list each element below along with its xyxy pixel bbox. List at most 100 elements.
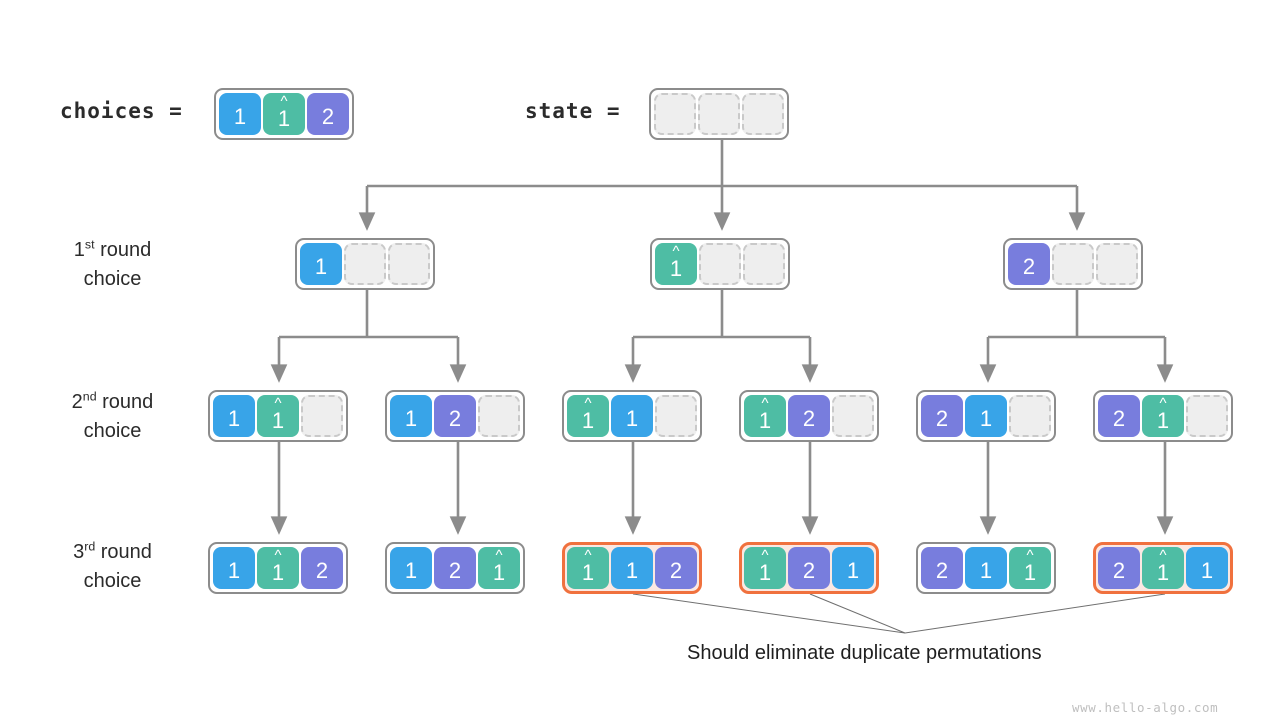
- array-cell: ^1: [1142, 395, 1184, 437]
- array-cell: ^1: [1142, 547, 1184, 589]
- array-cell: 1: [965, 547, 1007, 589]
- array-cell-value: 2: [1022, 254, 1036, 279]
- circumflex-icon: ^: [584, 547, 592, 564]
- array-cell-empty: [388, 243, 430, 285]
- array-cell-value: 2: [935, 558, 949, 583]
- array-cell-value: 1: [404, 558, 418, 583]
- array-cell: ^1: [1009, 547, 1051, 589]
- tree-node: ^1: [650, 238, 790, 290]
- array-cell: 2: [921, 547, 963, 589]
- circumflex-icon: ^: [1159, 547, 1167, 564]
- array-cell-value: 2: [1112, 406, 1126, 431]
- array-cell: 1: [300, 243, 342, 285]
- tree-node: 1^1: [208, 390, 348, 442]
- array-cell: ^1: [263, 93, 305, 135]
- tree-node: 1 2 ^1: [385, 542, 525, 594]
- tree-node: 2 ^1: [1093, 390, 1233, 442]
- array-cell-value: 1: [227, 406, 241, 431]
- choices-label: choices =: [60, 99, 183, 123]
- array-cell: 2: [788, 395, 830, 437]
- array-cell-empty: [1052, 243, 1094, 285]
- array-cell: 1: [213, 395, 255, 437]
- array-cell: 1: [965, 395, 1007, 437]
- array-cell-value: 1: [227, 558, 241, 583]
- array-cell: 1: [1186, 547, 1228, 589]
- array-cell-value: 1: [581, 560, 595, 585]
- array-cell-value: 1: [846, 558, 860, 583]
- circumflex-icon: ^: [274, 547, 282, 564]
- circumflex-icon: ^: [1159, 395, 1167, 412]
- array-cell-value: 2: [448, 558, 462, 583]
- array-cell: 2: [788, 547, 830, 589]
- array-cell-empty: [478, 395, 520, 437]
- array-cell: ^1: [567, 547, 609, 589]
- array-cell: ^1: [257, 395, 299, 437]
- array-cell-empty: [654, 93, 696, 135]
- array-cell: 1: [390, 547, 432, 589]
- circumflex-icon: ^: [495, 547, 503, 564]
- round-3-line2: choice: [83, 570, 142, 592]
- array-cell: ^1: [744, 395, 786, 437]
- array-cell: 2: [1008, 243, 1050, 285]
- array-cell-empty: [699, 243, 741, 285]
- array-cell: 2: [1098, 395, 1140, 437]
- round-2-line1: 2nd round: [71, 389, 154, 413]
- circumflex-icon: ^: [761, 547, 769, 564]
- array-cell-empty: [832, 395, 874, 437]
- array-cell-value: 2: [669, 558, 683, 583]
- array-cell: 1: [611, 547, 653, 589]
- array-cell: 1: [390, 395, 432, 437]
- array-cell: 2: [434, 547, 476, 589]
- circumflex-icon: ^: [280, 93, 288, 110]
- array-cell: 2: [434, 395, 476, 437]
- round-3-line1: 3rd round: [73, 539, 152, 563]
- array-cell-value: 1: [669, 256, 683, 281]
- callout-lines: [632, 593, 1166, 634]
- circumflex-icon: ^: [672, 243, 680, 260]
- array-cell-value: 1: [979, 558, 993, 583]
- circumflex-icon: ^: [584, 395, 592, 412]
- array-cell-value: 2: [802, 406, 816, 431]
- array-cell-value: 2: [802, 558, 816, 583]
- array-cell: ^1: [257, 547, 299, 589]
- array-cell-value: 1: [404, 406, 418, 431]
- array-cell-empty: [742, 93, 784, 135]
- array-cell: ^1: [478, 547, 520, 589]
- array-cell-value: 1: [1156, 408, 1170, 433]
- array-cell: 1: [832, 547, 874, 589]
- array-cell: 2: [1098, 547, 1140, 589]
- callout-caption: Should eliminate duplicate permutations: [687, 642, 1042, 664]
- array-cell: 1: [611, 395, 653, 437]
- array-cell-value: 1: [758, 408, 772, 433]
- round-1-line2: choice: [83, 268, 142, 290]
- array-cell-value: 1: [314, 254, 328, 279]
- watermark: www.hello-algo.com: [1072, 700, 1219, 715]
- array-cell-value: 1: [233, 104, 247, 129]
- array-cell: 2: [921, 395, 963, 437]
- array-cell-value: 1: [758, 560, 772, 585]
- edges-row1-to-row2: [270, 286, 1174, 383]
- circumflex-icon: ^: [1026, 547, 1034, 564]
- array-cell: 2: [301, 547, 343, 589]
- array-cell-empty: [301, 395, 343, 437]
- round-3-label: 3rd round choice: [45, 538, 180, 596]
- array-cell-value: 1: [625, 558, 639, 583]
- array-cell-value: 1: [979, 406, 993, 431]
- array-cell-value: 1: [581, 408, 595, 433]
- array-cell-empty: [743, 243, 785, 285]
- edges-row2-to-row3: [270, 440, 1174, 535]
- circumflex-icon: ^: [761, 395, 769, 412]
- array-cell-value: 1: [1023, 560, 1037, 585]
- array-cell-value: 1: [271, 408, 285, 433]
- array-cell-empty: [655, 395, 697, 437]
- tree-node: 1: [295, 238, 435, 290]
- array-cell-value: 2: [448, 406, 462, 431]
